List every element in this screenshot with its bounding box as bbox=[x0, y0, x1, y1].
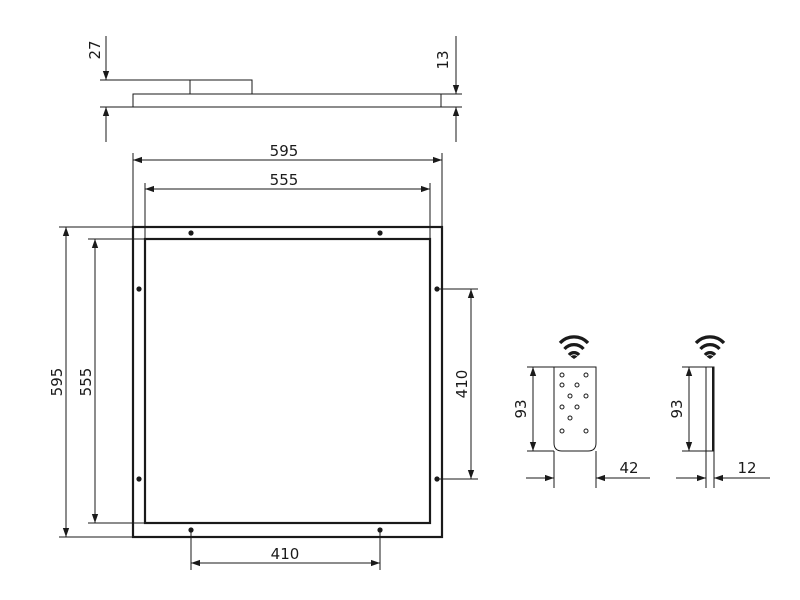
outer-height-label: 595 bbox=[48, 368, 66, 397]
outer-width-label: 595 bbox=[270, 142, 299, 160]
panel-side-body bbox=[132, 93, 442, 108]
remote-button bbox=[559, 372, 565, 378]
remote-thickness-label: 12 bbox=[737, 459, 756, 477]
mounting-hole bbox=[136, 286, 142, 292]
remote-side-view: 93 12 bbox=[668, 335, 770, 488]
remote-button bbox=[574, 404, 580, 410]
remote-button bbox=[583, 372, 589, 378]
remote-height-label: 93 bbox=[512, 399, 530, 418]
bottom-mount-spacing-label: 410 bbox=[271, 545, 300, 563]
panel-thickness-label: 13 bbox=[434, 50, 452, 69]
right-mount-spacing-label: 410 bbox=[453, 370, 471, 399]
remote-button bbox=[559, 428, 565, 434]
inner-height-label: 555 bbox=[77, 368, 95, 397]
remote-width-label: 42 bbox=[619, 459, 638, 477]
wifi-icon bbox=[694, 335, 726, 359]
remote-button bbox=[559, 404, 565, 410]
remote-button bbox=[559, 382, 565, 388]
top-view: 595 555 595 555 410 410 bbox=[48, 142, 478, 570]
driver-box bbox=[189, 79, 253, 95]
remote-button bbox=[567, 393, 573, 399]
remote-button bbox=[583, 428, 589, 434]
remote-side-height-label: 93 bbox=[668, 399, 686, 418]
mounting-hole bbox=[136, 476, 142, 482]
panel-outer-frame bbox=[131, 225, 444, 539]
mounting-hole bbox=[188, 230, 194, 236]
inner-width-label: 555 bbox=[270, 171, 299, 189]
remote-body bbox=[553, 366, 597, 452]
side-height-label: 27 bbox=[86, 40, 104, 59]
side-view: 27 13 bbox=[86, 36, 462, 142]
remote-front-view: 93 42 bbox=[512, 335, 650, 488]
mounting-hole bbox=[377, 230, 383, 236]
remote-button bbox=[583, 393, 589, 399]
wifi-icon bbox=[558, 335, 590, 359]
remote-button bbox=[567, 415, 573, 421]
panel-inner-frame bbox=[143, 237, 432, 525]
remote-button bbox=[574, 382, 580, 388]
